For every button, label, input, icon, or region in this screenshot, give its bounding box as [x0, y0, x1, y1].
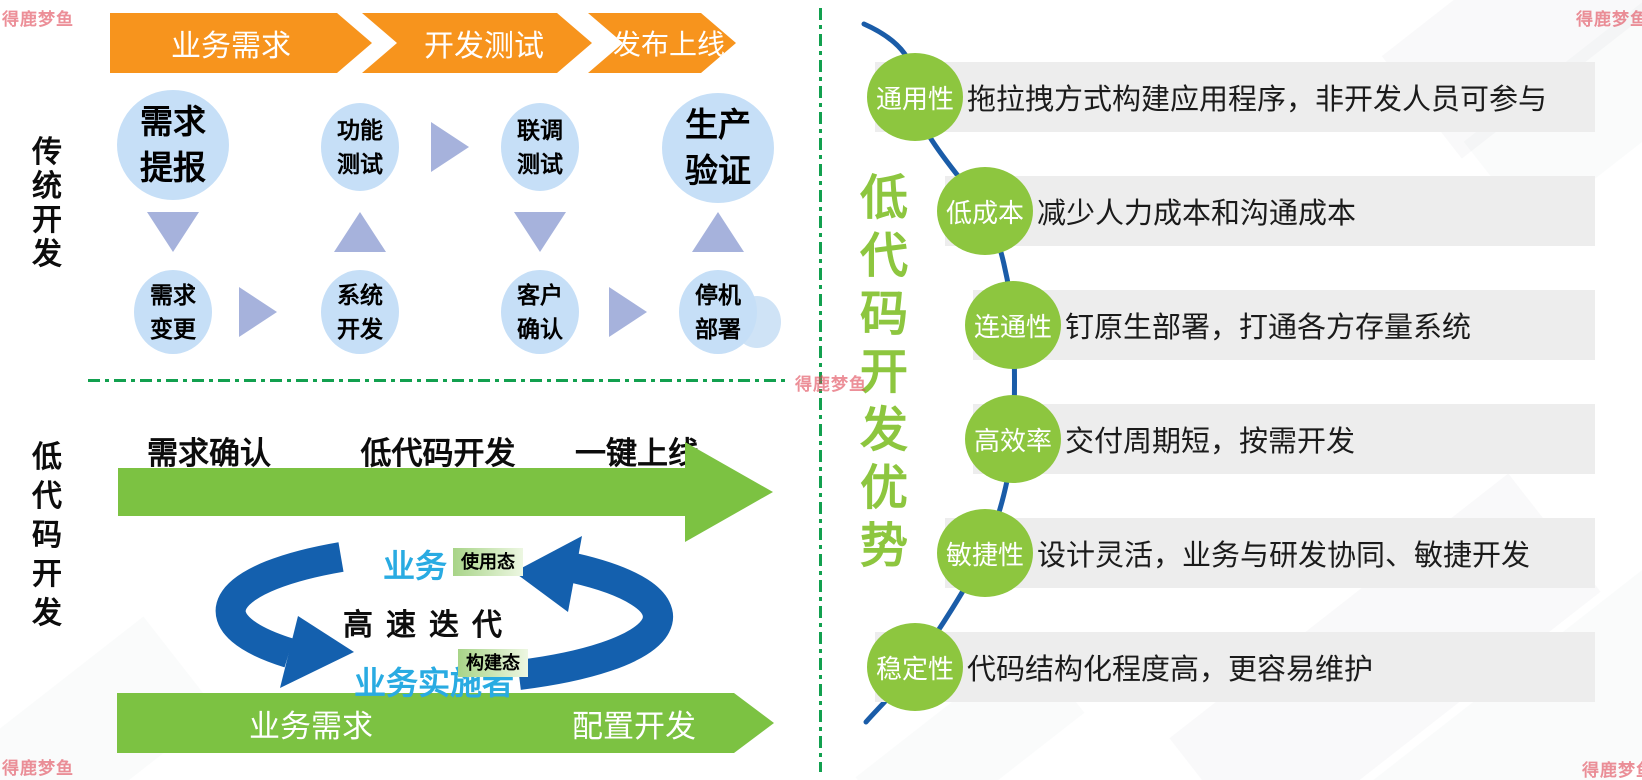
advantage-desc: 拖拉拽方式构建应用程序，非开发人员可参与 [967, 84, 1548, 116]
flow-node-joint-test: 联调 测试 [501, 103, 579, 191]
watermark: 得鹿梦鱼 [795, 375, 867, 394]
banner-dev-test: 开发测试 [362, 13, 592, 73]
advantage-desc: 减少人力成本和沟通成本 [1037, 198, 1357, 230]
advantage-circle: 低成本 [937, 167, 1033, 255]
flow-node-requirement-submit: 需求 提报 [117, 90, 229, 200]
usage-state-badge: 使用态 [453, 548, 523, 576]
watermark: 得鹿梦鱼 [1582, 761, 1642, 780]
advantage-label: 连通性 [973, 311, 1052, 342]
watermark: 得鹿梦鱼 [2, 759, 74, 778]
step-lowcode-dev: 低代码开发 [360, 436, 516, 471]
arrow-up-icon [334, 212, 386, 252]
advantage-circle: 敏捷性 [937, 509, 1033, 597]
green-arrow-head-icon [685, 442, 773, 542]
advantage-label: 敏捷性 [945, 539, 1024, 570]
flow-node-customer-confirm: 客户 确认 [501, 270, 579, 354]
advantage-bar: 设计灵活，业务与研发协同、敏捷开发 [945, 518, 1595, 588]
arrow-down-icon [147, 212, 199, 252]
advantages-title: 低代码开发优势 [859, 172, 908, 573]
green-arrow-body [118, 468, 688, 516]
watermark: 得鹿梦鱼 [1576, 10, 1642, 29]
lowcode-dev-label: 低代码开发 [32, 441, 62, 630]
banner-config-dev: 配置开发 [478, 693, 774, 753]
cycle-actor-business: 业务 [383, 548, 448, 584]
step-requirement-confirm: 需求确认 [147, 436, 271, 471]
arrow-right-icon [609, 287, 647, 337]
advantage-bar: 交付周期短，按需开发 [973, 404, 1595, 474]
advantage-bar: 减少人力成本和沟通成本 [945, 176, 1595, 246]
build-state-badge: 构建态 [458, 649, 528, 677]
traditional-dev-label: 传统开发 [32, 136, 62, 271]
cycle-high-speed-iteration: 高速迭代 [343, 609, 515, 642]
advantage-circle: 通用性 [867, 53, 963, 141]
arrow-down-icon [514, 212, 566, 252]
arrow-up-icon [692, 212, 744, 252]
advantage-desc: 代码结构化程度高，更容易维护 [967, 654, 1374, 686]
advantage-label: 通用性 [875, 83, 954, 114]
arrow-right-icon [431, 122, 469, 172]
advantage-bar: 钉原生部署，打通各方存量系统 [973, 290, 1595, 360]
advantage-circle: 连通性 [965, 281, 1061, 369]
banner-business-need: 业务需求 [110, 13, 372, 73]
advantage-desc: 设计灵活，业务与研发协同、敏捷开发 [1037, 540, 1531, 572]
flow-node-system-dev: 系统 开发 [321, 270, 399, 354]
advantage-circle: 稳定性 [867, 623, 963, 711]
iteration-cycle-icon [215, 536, 673, 690]
advantage-bar: 代码结构化程度高，更容易维护 [875, 632, 1595, 702]
horizontal-divider [88, 379, 785, 382]
flow-node-shutdown-deploy: 停机 部署 [679, 270, 757, 354]
vertical-divider [819, 8, 822, 772]
advantage-circle: 高效率 [965, 395, 1061, 483]
advantage-desc: 交付周期短，按需开发 [1065, 426, 1356, 458]
advantage-bar: 拖拉拽方式构建应用程序，非开发人员可参与 [875, 62, 1595, 132]
flow-node-function-test: 功能 测试 [321, 103, 399, 191]
step-one-click-online: 一键上线 [575, 436, 699, 471]
flow-node-requirement-change: 需求 变更 [134, 270, 212, 354]
arrow-right-icon [239, 287, 277, 337]
advantage-label: 高效率 [973, 425, 1052, 456]
advantage-label: 低成本 [945, 197, 1024, 228]
advantage-desc: 钉原生部署，打通各方存量系统 [1065, 312, 1472, 344]
advantage-label: 稳定性 [875, 653, 954, 684]
watermark: 得鹿梦鱼 [2, 10, 74, 29]
flow-node-production-verify: 生产 验证 [662, 93, 774, 203]
banner-business-need-lowcode: 业务需求 [117, 693, 531, 753]
